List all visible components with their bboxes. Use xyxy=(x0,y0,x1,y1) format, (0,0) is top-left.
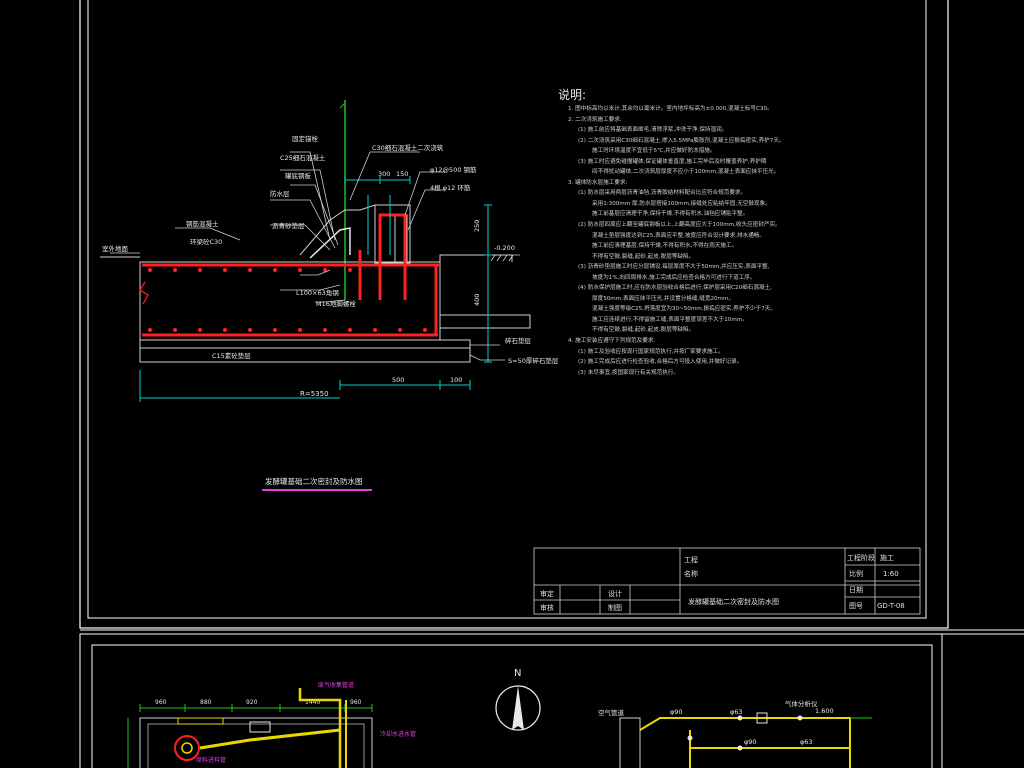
tb-design: 设计 xyxy=(608,589,622,598)
pipe-1: φ90 xyxy=(670,708,683,716)
plan-dim-5: 960 xyxy=(350,699,362,706)
dim-300: 300 xyxy=(378,170,390,178)
plan-label-1: 废气收集管道 xyxy=(318,681,354,689)
tb-scale-label: 比例 xyxy=(849,569,863,578)
tb-drawing-title: 发酵罐基础二次密封及防水图 xyxy=(688,597,779,606)
label-asphalt: 沥青砂垫层 xyxy=(272,221,305,230)
plan-dim-1: 960 xyxy=(155,699,167,706)
notes-heading: 说明: xyxy=(558,88,587,102)
label-gravel-2: S=50厚碎石垫层 xyxy=(508,356,559,365)
note-line: (3) 沥青砂垫层施工时应分层铺设,每层厚度不大于50mm,并应压实,表面平整, xyxy=(578,264,770,271)
plan-dim-3: 920 xyxy=(246,699,258,706)
note-line: 2. 二次浇筑施工要求: xyxy=(568,116,622,123)
plan-dim-2: 880 xyxy=(200,699,212,706)
note-line: 采用1:300mm 厚,防水层搭接100mm,接缝处应粘结牢固,无空鼓现象。 xyxy=(592,200,771,207)
notes-body: 1. 图中标高均以米计,其余均以毫米计。室内地坪标高为±0.000,混凝土标号C… xyxy=(568,104,823,378)
note-line: 4. 施工安装应遵守下列规范及要求: xyxy=(568,338,656,345)
dim-150: 150 xyxy=(396,170,408,178)
label-c15-cushion: C15素砼垫层 xyxy=(212,351,251,360)
pipe-4: φ63 xyxy=(800,738,813,746)
north-label: N xyxy=(514,668,521,679)
tb-project-label: 工程 xyxy=(684,555,698,564)
tb-stage-value: 施工 xyxy=(880,553,894,562)
note-line: (4) 防水保护层施工时,应在防水层验收合格后进行,保护层采用C20细石混凝土, xyxy=(578,285,772,292)
note-line: 混凝土强度等级C25,坍落度宜为30~50mm,振捣应密实,养护不少于7天。 xyxy=(592,306,776,313)
label-c25-fine: C25细石混凝土 xyxy=(280,153,326,162)
note-line: 坡度为1%,向四周排水,施工完成后应检查合格方可进行下道工序。 xyxy=(592,274,756,281)
label-gravel: 碎石垫层 xyxy=(505,336,532,345)
plan-label-3: 原料进料管 xyxy=(196,756,226,764)
pipe-3: φ90 xyxy=(744,738,757,746)
note-line: 间不得扰动罐体,二次浇筑层厚度不应小于100mm,混凝土表面应抹平压光。 xyxy=(592,169,780,176)
tb-scale-value: 1:60 xyxy=(883,570,899,578)
note-line: 1. 图中标高均以米计,其余均以毫米计。室内地坪标高为±0.000,混凝土标号C… xyxy=(568,106,773,112)
note-line: 混凝土垫层强度达到C25,表面应平整,坡度应符合设计要求,排水通畅。 xyxy=(592,232,765,239)
note-line: 施工时环境温度不宜低于5℃,并应做好防冻措施。 xyxy=(592,148,716,155)
elev-right: 1.600 xyxy=(815,707,834,715)
note-line: 施工前应清理基层,保持干燥,不得有积水,不得在雨天施工。 xyxy=(592,243,738,250)
label-m16-bolt: M16地脚螺栓 xyxy=(316,299,356,308)
plan-view: 960 880 920 1440 960 废气收集管道 冷却水进水管 原料进料管… xyxy=(127,668,872,768)
note-line: 施工前基层应清理干净,保持干燥,不得有积水,油毡应铺贴平整。 xyxy=(592,211,749,218)
elev-ground: -0.200 xyxy=(494,244,515,252)
label-rebar-top: φ12@500 钢筋 xyxy=(430,165,477,174)
pipe-2: φ63 xyxy=(730,708,743,716)
plan-label-4: 空气管道 xyxy=(598,708,625,717)
drawing-frame xyxy=(79,0,1024,768)
plan-dim-4: 1440 xyxy=(305,699,320,706)
note-line: 不得有空鼓,裂缝,起砂,起皮,脱层等缺陷。 xyxy=(592,327,695,334)
plan-label-2: 冷却水进水管 xyxy=(380,730,416,738)
tb-review: 审定 xyxy=(540,589,554,598)
tb-name-label: 名称 xyxy=(684,569,698,578)
label-fixed-anchor: 固定锚栓 xyxy=(292,134,319,143)
plan-label-5: 气体分析仪 xyxy=(785,699,818,708)
note-line: 厚度50mm,表面应抹平压光,并设置分格缝,缝宽20mm。 xyxy=(592,295,735,302)
note-line: (1) 施工及验收应按现行国家规范执行,并按厂家要求施工。 xyxy=(578,348,724,355)
label-tank-bottom: 罐底钢板 xyxy=(285,171,312,180)
tb-stage-label: 工程阶段 xyxy=(847,553,875,562)
note-line: (3) 未尽事宜,按国家现行有关规范执行。 xyxy=(578,369,679,376)
note-line: (1) 施工前应将基础表面凿毛,清除浮浆,冲洗干净,保持湿润。 xyxy=(578,127,728,134)
note-line: 施工应连续进行,不得留施工缝,表面平整度误差不大于10mm。 xyxy=(592,316,748,323)
note-line: (2) 施工完成后应进行检查验收,合格后方可投入使用,并做好记录。 xyxy=(578,359,743,366)
tb-check: 审核 xyxy=(540,603,554,612)
label-ring-wall-2: 环梁砼C30 xyxy=(190,237,222,246)
label-waterproof: 防水层 xyxy=(270,189,290,198)
label-c30-second: C30细石混凝土二次浇筑 xyxy=(372,143,444,152)
label-rebar-side: 4根 φ12 环筋 xyxy=(430,183,471,192)
tb-drawing-no-label: 图号 xyxy=(849,602,863,610)
dim-100: 100 xyxy=(450,376,462,384)
label-outdoor-ground: 室外地面 xyxy=(102,244,129,253)
dim-500: 500 xyxy=(392,376,404,384)
note-line: 不得有空鼓,裂缝,起砂,起皮,脱层等缺陷。 xyxy=(592,253,695,260)
title-block xyxy=(533,547,921,615)
tb-date-label: 日期 xyxy=(849,586,863,594)
foundation-section-detail: 室外地面 钢筋混凝土 环梁砼C30 固定锚栓 C25细石混凝土 罐底钢板 防水层… xyxy=(100,100,559,491)
label-radius: R=5350 xyxy=(300,390,329,398)
tb-draw: 制图 xyxy=(608,603,622,612)
section-title: 发酵罐基础二次密封及防水图 xyxy=(265,476,363,486)
dim-250: 250 xyxy=(473,220,481,232)
note-line: 3. 罐体防水层施工要求: xyxy=(568,179,628,186)
note-line: (1) 防水层采用两层沥青油毡,沥青胶结材料配合比应符合规范要求。 xyxy=(578,190,747,197)
tb-drawing-no-value: GD-T-08 xyxy=(877,602,905,610)
note-line: (2) 二次浇筑采用C30细石混凝土,掺入5.5MPa膨胀剂,混凝土应振捣密实,… xyxy=(578,137,785,144)
label-ring-wall: 钢筋混凝土 xyxy=(186,219,219,228)
note-line: (2) 防水层四周应上翻至罐底钢板以上,上翻高度应大于100mm,收头应密封严实… xyxy=(578,222,781,229)
note-line: (3) 施工时应避免碰撞罐体,保证罐体垂直度,施工完毕后及时覆盖养护,养护期 xyxy=(578,158,767,165)
label-angle-steel: L100×63角钢 xyxy=(296,288,339,297)
dim-400: 400 xyxy=(473,294,481,306)
